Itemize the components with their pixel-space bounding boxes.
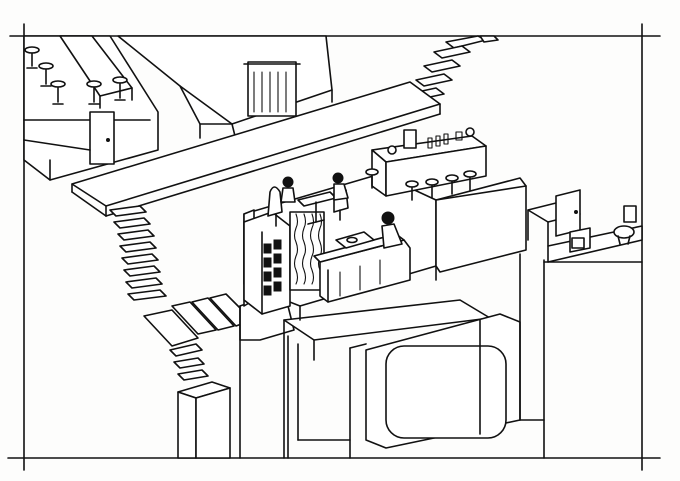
sofa <box>313 233 411 303</box>
bar-stool-icon <box>38 62 54 87</box>
bottle-icon <box>443 133 449 145</box>
cup-icon <box>387 145 397 155</box>
seated-person-icon <box>381 211 403 249</box>
top-left-door-icon <box>89 111 115 165</box>
bar-stool-icon <box>463 170 477 191</box>
toilet-icon <box>613 205 637 245</box>
top-left-building <box>23 35 159 181</box>
bar-stool-icon <box>445 174 459 195</box>
top-center-roof-block <box>117 35 333 141</box>
bar-stool-icon <box>24 46 40 69</box>
bar-stool-icon <box>50 80 66 105</box>
bottom-left-pillar <box>177 381 231 459</box>
bottle-icon <box>435 135 441 147</box>
coffee-machine-icon <box>403 129 417 149</box>
bar-stool-icon <box>86 80 102 105</box>
seated-person-icon <box>280 176 296 203</box>
chair-left <box>267 186 283 227</box>
cup-icon <box>465 127 475 137</box>
tower-window-icon <box>385 345 507 439</box>
toilet-room <box>547 205 643 263</box>
bar-stool-icon <box>112 76 128 101</box>
sink-icon <box>571 237 585 249</box>
hanging-plants <box>289 211 325 291</box>
top-left-bar-stools <box>24 46 128 105</box>
diagonal-walkway <box>71 81 441 217</box>
cup-icon <box>346 236 358 244</box>
bar-counter <box>371 127 487 197</box>
seated-person-icon <box>332 172 349 201</box>
bar-counter-stools <box>365 168 477 201</box>
bottle-icon <box>427 137 433 149</box>
left-stepping-stones <box>109 205 253 381</box>
bookshelf <box>243 211 291 315</box>
right-door-room <box>527 189 581 247</box>
bar-stool-icon <box>425 178 439 199</box>
vent-unit-icon <box>247 61 297 117</box>
bar-stool-icon <box>405 180 419 201</box>
cafe-back-wall <box>435 177 527 273</box>
coffee-table <box>335 231 375 249</box>
cup-icon <box>455 131 463 141</box>
bar-stool-icon <box>365 168 379 189</box>
